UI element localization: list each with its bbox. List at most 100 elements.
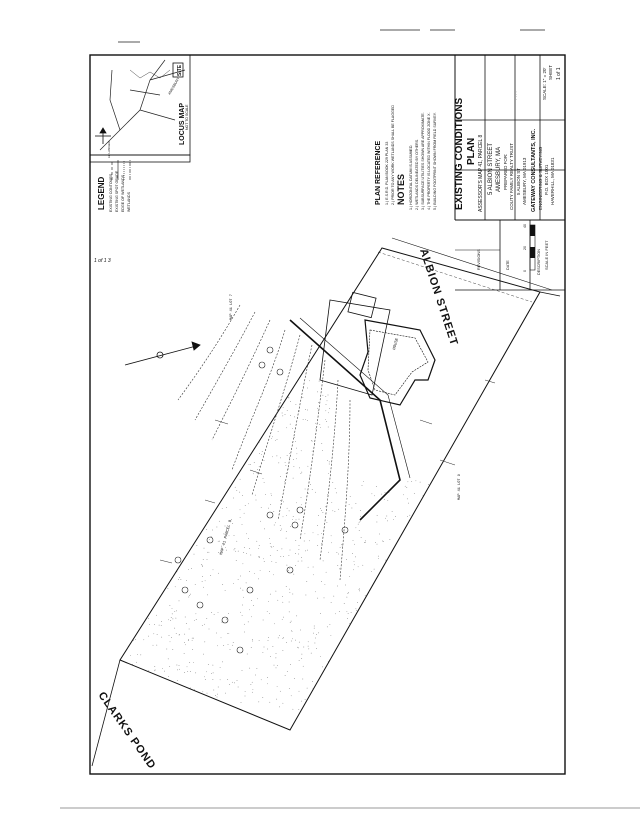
stipple-dot [292,427,293,429]
note-5: 5.) BUILDING FOOTPRINT SHOWN FROM FIELD … [433,112,437,210]
stipple-dot [259,453,260,455]
stipple-dot [310,440,312,441]
stipple-dot [383,541,384,543]
stipple-dot [269,571,270,572]
scale-text: SCALE IN FEET [544,240,549,270]
stipple-dot [262,697,264,698]
stipple-dot [282,702,284,704]
stipple-dot [371,493,373,495]
stipple-dot [407,481,409,483]
stipple-dot [307,465,309,467]
stipple-dot [279,525,281,526]
stipple-dot [313,627,315,629]
stipple-dot [233,582,234,584]
stipple-dot [236,540,238,542]
stipple-dot [327,426,329,428]
scale-tick-40: 40 [523,224,527,228]
stipple-dot [307,645,309,647]
stipple-dot [273,511,275,512]
stipple-dot [262,619,264,621]
plan-reference-block: PLAN REFERENCE 1.) E.S.R.D. PLAN BOOK 22… [375,105,395,205]
stipple-dot [355,556,356,558]
stipple-dot [327,412,329,414]
stipple-dot [341,544,343,545]
revision-col-1: REVISIONS [477,249,481,270]
stipple-dot [196,545,198,546]
stipple-dot [170,617,172,618]
stipple-dot [263,561,265,562]
stipple-dot [246,553,247,555]
stipple-dot [242,589,244,591]
stipple-dot [202,566,203,567]
legend-item-1: EXISTING CONTOURS [109,173,113,212]
stipple-dot [306,549,308,551]
stipple-dot [292,459,294,460]
stipple-dot [237,579,239,580]
stipple-dot [204,580,206,582]
stipple-dot [191,639,193,641]
stipple-dot [218,552,220,553]
stipple-dot [269,593,271,595]
client-text: COUTY FAMILY REALTY TRUST [509,143,514,210]
stipple-dot [185,623,187,624]
locus-roads [99,59,186,151]
stipple-dot [239,478,241,480]
stipple-dot [325,410,327,412]
stipple-dot [156,644,158,646]
stipple-dot [333,595,335,597]
stipple-dot [365,541,366,543]
stipple-dot [240,587,241,589]
stipple-dot [216,526,218,528]
stipple-dot [169,641,171,643]
stipple-dot [243,596,244,598]
stipple-dot [234,548,236,549]
stipple-dot [314,642,316,644]
stipple-dot [393,518,394,520]
stipple-dot [194,619,195,621]
stipple-dot [164,670,165,672]
stipple-dot [304,488,306,490]
stipple-dot [298,660,300,661]
stipple-dot [271,437,272,439]
stipple-dot [166,648,168,650]
legend-item-4: WETLANDS [127,191,131,212]
stipple-dot [219,667,221,669]
stipple-dot [148,669,150,671]
stipple-dot [268,507,269,509]
stipple-dot [307,409,308,411]
stipple-dot [246,533,247,535]
stipple-dot [272,436,273,438]
stipple-dot [258,557,260,558]
stipple-dot [326,626,328,628]
stipple-dot [152,644,154,646]
stipple-dot [347,613,349,614]
stipple-dot [258,701,260,703]
stipple-dot [253,473,254,475]
stipple-dot [295,565,296,566]
stipple-dot [280,556,282,558]
stipple-dot [217,540,219,542]
stipple-dot [222,584,224,585]
stipple-dot [187,640,189,641]
stipple-dot [276,550,278,551]
stipple-dot [343,603,345,604]
stipple-dot [296,502,297,504]
stipple-dot [282,638,284,639]
stipple-dot [260,520,261,522]
stipple-dot [301,504,302,506]
stipple-dot [178,600,180,602]
stipple-dot [275,562,277,563]
stipple-dot [325,418,326,420]
stipple-dot [277,431,279,433]
stipple-dot [311,440,313,442]
stipple-dot [212,664,214,666]
stipple-dot [228,535,230,537]
stipple-dot [135,639,136,640]
stipple-dot [258,547,260,549]
stipple-dot [270,546,272,547]
stipple-dot [148,635,149,637]
stipple-dot [293,466,295,468]
stipple-dot [204,623,205,625]
stipple-dot [233,535,235,536]
stipple-dot [249,571,250,572]
